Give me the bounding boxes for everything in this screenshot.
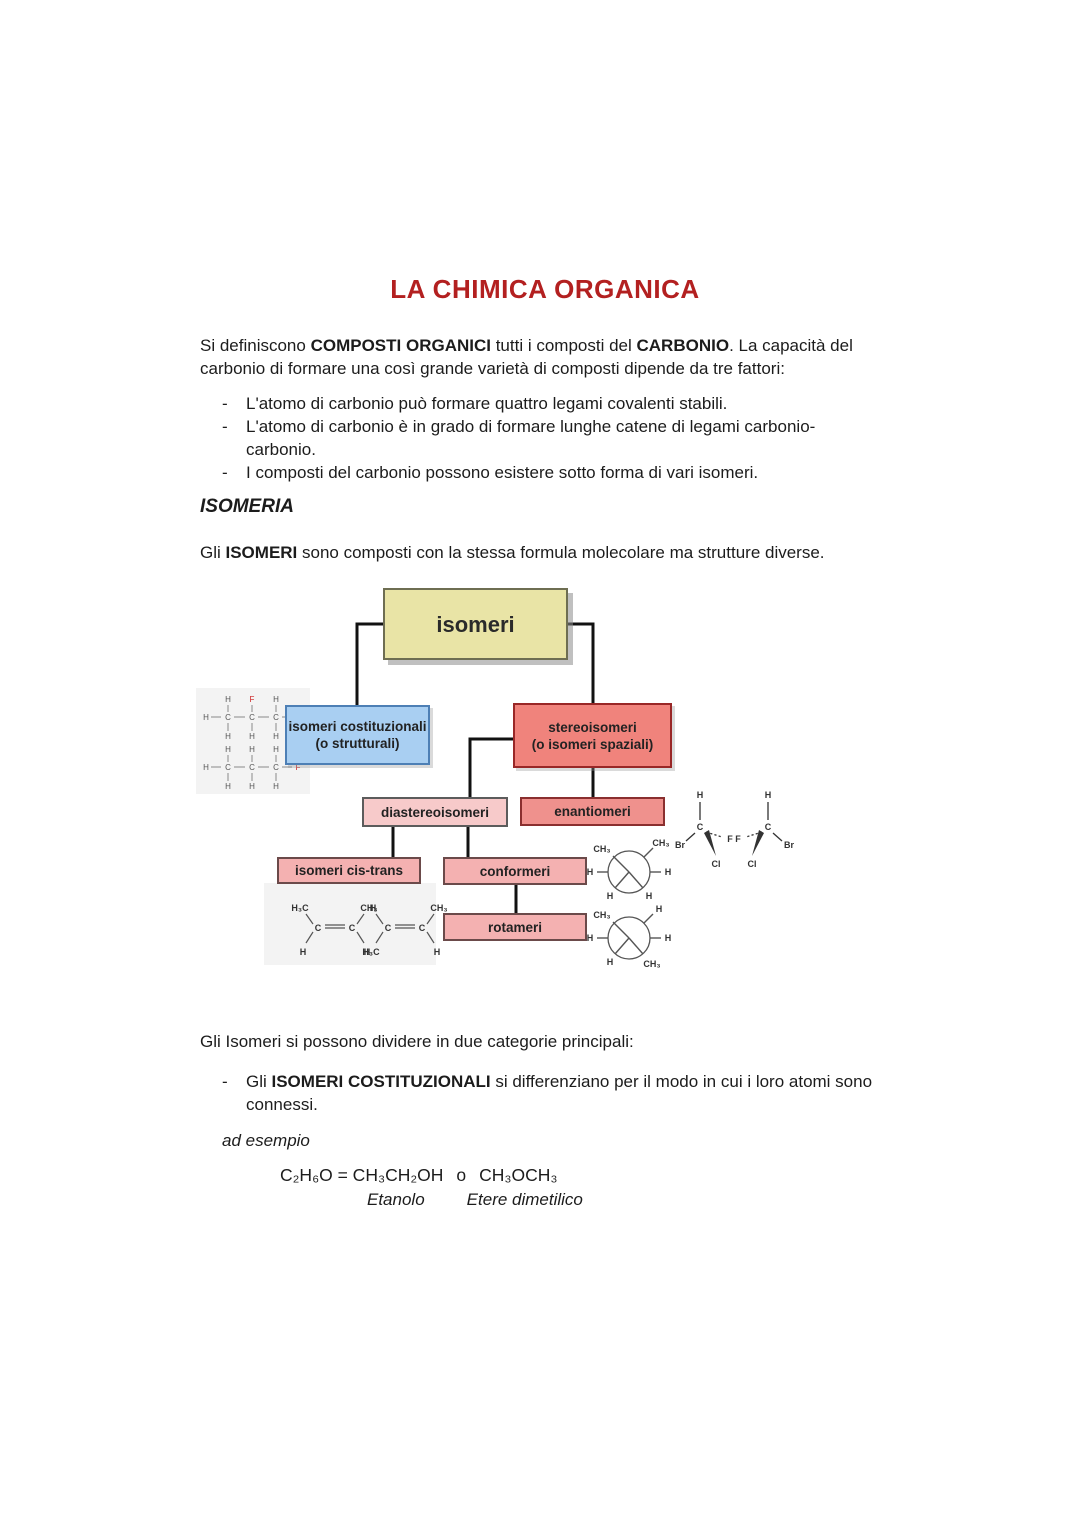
svg-text:C: C xyxy=(697,822,704,832)
svg-text:H: H xyxy=(300,947,307,957)
bullet-dash: - xyxy=(222,1072,228,1091)
svg-text:H: H xyxy=(607,957,614,967)
intro-paragraph: Si definiscono COMPOSTI ORGANICI tutti i… xyxy=(200,336,853,378)
svg-text:H₃C: H₃C xyxy=(291,903,309,913)
svg-text:C: C xyxy=(765,822,772,832)
factors-list: - L'atomo di carbonio può formare quattr… xyxy=(222,392,922,484)
fluoropropane-structure-2: H C C C F H H H H H H xyxy=(203,745,300,791)
svg-text:C: C xyxy=(249,763,255,772)
factor-item-3: - I composti del carbonio possono esiste… xyxy=(222,463,759,482)
svg-text:H₃C: H₃C xyxy=(362,947,380,957)
svg-text:F: F xyxy=(296,763,301,772)
svg-text:H: H xyxy=(249,745,255,754)
svg-text:CH₃: CH₃ xyxy=(360,903,377,913)
diagram-constitutional-box: isomeri costituzionali (o strutturali) xyxy=(285,705,430,765)
svg-text:H: H xyxy=(203,713,209,722)
svg-text:H: H xyxy=(249,782,255,791)
svg-text:Br: Br xyxy=(784,840,794,850)
wedge-bond xyxy=(752,830,764,856)
bonds xyxy=(597,913,661,955)
bonds xyxy=(305,913,435,944)
enantiomer-structures: H C Br F Cl H C F Br Cl xyxy=(675,790,794,869)
svg-text:H: H xyxy=(665,867,672,877)
svg-text:CH₃: CH₃ xyxy=(652,838,669,848)
diagram-rotamers-box: rotameri xyxy=(443,913,587,941)
newman-projection-conformer: CH₃ CH₃ H H H H xyxy=(587,838,672,901)
svg-text:H: H xyxy=(225,695,231,704)
svg-text:C: C xyxy=(225,713,231,722)
isomer-diagram: H C C C H H F H H H H H C xyxy=(0,575,1080,1005)
newman-projection-rotamer: CH₃ H H H H CH₃ xyxy=(587,904,672,969)
cis-trans-structures: H₃C CH₃ C C H H H CH₃ C C H₃C H xyxy=(291,903,447,957)
diagram-root-box: isomeri xyxy=(383,588,568,660)
svg-text:Cl: Cl xyxy=(748,859,757,869)
svg-text:H: H xyxy=(607,891,614,901)
ethanol-name: Etanolo xyxy=(367,1190,425,1209)
svg-text:H: H xyxy=(273,732,279,741)
connector-lines xyxy=(355,622,595,914)
bonds xyxy=(597,847,661,889)
svg-text:C: C xyxy=(349,923,356,933)
svg-text:H: H xyxy=(364,947,371,957)
isomeri-definition: Gli ISOMERI sono composti con la stessa … xyxy=(200,543,825,562)
svg-text:H: H xyxy=(273,695,279,704)
wedge-bond xyxy=(704,830,716,856)
page-title: LA CHIMICA ORGANICA xyxy=(390,274,700,304)
svg-text:C: C xyxy=(273,713,279,722)
svg-text:C: C xyxy=(385,923,392,933)
svg-text:H: H xyxy=(697,790,704,800)
bonds xyxy=(211,755,292,781)
diagram-enantiomers-box: enantiomeri xyxy=(520,797,665,826)
svg-text:H: H xyxy=(434,947,441,957)
isomeria-heading: ISOMERIA xyxy=(200,496,294,517)
svg-text:H: H xyxy=(225,732,231,741)
svg-text:C: C xyxy=(225,763,231,772)
diagram-conformers-box: conformeri xyxy=(443,857,587,885)
bullet-dash: - xyxy=(222,417,228,436)
svg-text:C: C xyxy=(249,713,255,722)
svg-text:C: C xyxy=(419,923,426,933)
svg-text:C: C xyxy=(315,923,322,933)
svg-text:CH₃: CH₃ xyxy=(643,959,660,969)
diagram-stereoisomers-box: stereoisomeri (o isomeri spaziali) xyxy=(513,703,672,768)
bonds xyxy=(685,802,783,842)
example-names: Etanolo Etere dimetilico xyxy=(367,1190,583,1210)
svg-text:H: H xyxy=(225,782,231,791)
svg-text:CH₃: CH₃ xyxy=(593,844,610,854)
svg-text:C: C xyxy=(273,763,279,772)
diagram-diastereomers-box: diastereoisomeri xyxy=(362,797,508,827)
svg-text:Cl: Cl xyxy=(712,859,721,869)
svg-text:Br: Br xyxy=(675,840,685,850)
diagram-cis-trans-box: isomeri cis-trans xyxy=(277,857,421,884)
dimethyl-ether-name: Etere dimetilico xyxy=(466,1190,583,1209)
svg-text:H: H xyxy=(249,732,255,741)
factor-item-2: - L'atomo di carbonio è in grado di form… xyxy=(222,417,816,459)
svg-text:H: H xyxy=(656,904,663,914)
factor-item-1: - L'atomo di carbonio può formare quattr… xyxy=(222,394,728,413)
svg-text:H: H xyxy=(225,745,231,754)
svg-text:H: H xyxy=(587,867,594,877)
bullet-dash: - xyxy=(222,463,228,482)
svg-text:H: H xyxy=(273,782,279,791)
svg-text:F: F xyxy=(735,834,741,844)
bullet-dash: - xyxy=(222,394,228,413)
svg-text:CH₃: CH₃ xyxy=(593,910,610,920)
svg-text:H: H xyxy=(370,903,377,913)
categories-intro: Gli Isomeri si possono dividere in due c… xyxy=(200,1032,634,1051)
svg-text:H: H xyxy=(765,790,772,800)
svg-text:H: H xyxy=(665,933,672,943)
svg-text:H: H xyxy=(203,763,209,772)
svg-text:F: F xyxy=(250,695,255,704)
svg-text:H: H xyxy=(646,891,653,901)
constitutional-category-item: - Gli ISOMERI COSTITUZIONALI si differen… xyxy=(222,1072,873,1114)
svg-text:H: H xyxy=(273,745,279,754)
svg-text:CH₃: CH₃ xyxy=(430,903,447,913)
svg-text:F: F xyxy=(727,834,733,844)
svg-text:H: H xyxy=(587,933,594,943)
example-label: ad esempio xyxy=(222,1131,310,1150)
